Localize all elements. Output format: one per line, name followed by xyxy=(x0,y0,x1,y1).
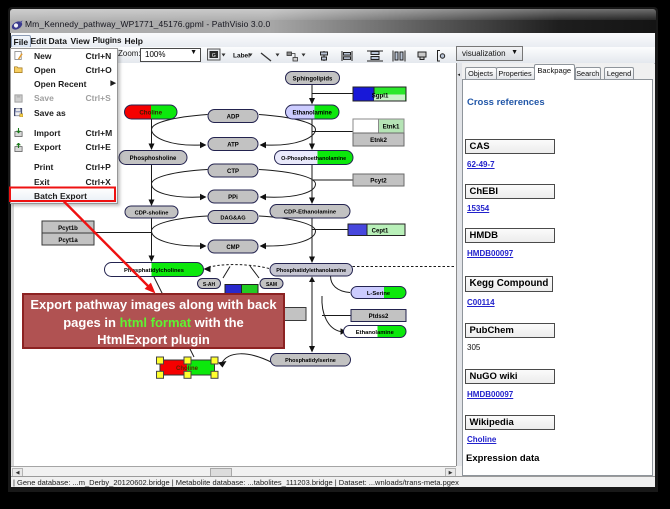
svg-text:Phosphatidylcholines: Phosphatidylcholines xyxy=(124,268,184,274)
svg-text:Etnk2: Etnk2 xyxy=(370,137,387,144)
svg-text:CDP-sholine: CDP-sholine xyxy=(135,211,169,217)
svg-text:ATP: ATP xyxy=(227,143,239,149)
svg-text:Phosphatidylserine: Phosphatidylserine xyxy=(285,358,336,364)
svg-text:Ptdss2: Ptdss2 xyxy=(369,314,389,320)
svg-text:CDP-Ethanolamine: CDP-Ethanolamine xyxy=(284,210,337,216)
svg-text:PPi: PPi xyxy=(228,195,238,201)
svg-text:Ethanolamine: Ethanolamine xyxy=(356,330,395,336)
svg-text:Choline: Choline xyxy=(176,366,199,372)
svg-text:Etnk1: Etnk1 xyxy=(383,124,400,131)
svg-text:DAG&AG: DAG&AG xyxy=(220,216,246,222)
svg-text:G: G xyxy=(212,53,216,59)
svg-text:SAM: SAM xyxy=(266,282,277,288)
svg-text:O-Phosphoethanolamine: O-Phosphoethanolamine xyxy=(281,156,346,162)
svg-text:Phosphosholine: Phosphosholine xyxy=(130,156,177,162)
svg-text:Choline: Choline xyxy=(139,110,162,117)
svg-text:Sgpl1: Sgpl1 xyxy=(372,93,389,100)
svg-text:CMP: CMP xyxy=(226,245,239,251)
svg-text:Pcyt2: Pcyt2 xyxy=(370,178,387,185)
svg-text:S-AH: S-AH xyxy=(203,282,216,288)
svg-text:Cept1: Cept1 xyxy=(372,229,389,235)
svg-text:Ethanolamine: Ethanolamine xyxy=(293,111,333,117)
svg-text:ADP: ADP xyxy=(227,115,240,121)
svg-text:Pcyt1a: Pcyt1a xyxy=(58,238,78,244)
svg-text:Pcyt1b: Pcyt1b xyxy=(58,226,78,232)
svg-text:Phosphatidylethanolamine: Phosphatidylethanolamine xyxy=(276,268,346,274)
svg-text:Sphingolipids: Sphingolipids xyxy=(293,77,333,83)
svg-text:L-Serine: L-Serine xyxy=(367,291,391,297)
svg-text:Label: Label xyxy=(233,53,250,60)
svg-text:CTP: CTP xyxy=(227,169,239,175)
